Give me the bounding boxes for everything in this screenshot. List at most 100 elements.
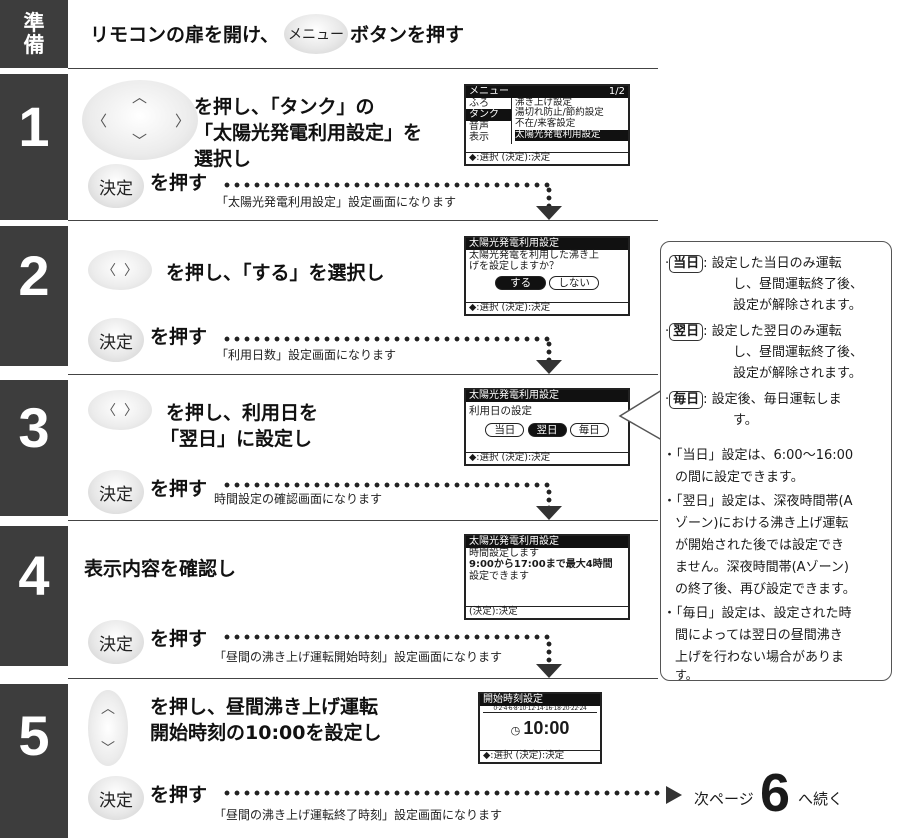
divider bbox=[68, 374, 658, 375]
note-item-3: ·毎日: 設定後、毎日運転しま bbox=[665, 390, 842, 411]
step-4-down-arrow-icon bbox=[536, 664, 562, 678]
lcd-footer: ◆:選択 (決定):決定 bbox=[466, 452, 628, 464]
step-3-result: 時間設定の確認画面になります bbox=[214, 492, 383, 506]
note-pointer bbox=[618, 389, 663, 441]
lcd-page: 1/2 bbox=[608, 86, 625, 97]
note-bullet: ません。深夜時間帯(Aゾーン) bbox=[675, 560, 849, 575]
step-2-result: 「利用日数」設定画面になります bbox=[216, 348, 397, 362]
step-5-number: 5 bbox=[18, 704, 50, 767]
note-text: し、昼間運転終了後、 bbox=[733, 277, 864, 292]
left-right-keys[interactable]: 〈 〉 bbox=[88, 250, 152, 290]
prep-tag: 準 備 bbox=[0, 0, 68, 68]
step-2-instr-line1: を押し、「する」を選択し bbox=[166, 262, 385, 284]
lcd-option-selected: する bbox=[495, 275, 547, 290]
step-2-tag: 2 bbox=[0, 226, 68, 366]
right-arrow-icon: 〉 bbox=[124, 263, 138, 279]
lcd-footer: (決定):決定 bbox=[466, 606, 628, 618]
lcd-option: 毎日 bbox=[569, 422, 609, 437]
step-3-dotted-line bbox=[222, 482, 552, 488]
lcd-title: 太陽光発電利用設定 bbox=[466, 536, 628, 548]
divider bbox=[68, 68, 658, 69]
note-bullet: 上げを行わない場合がありま bbox=[675, 650, 845, 665]
note-text: 設定が解除されます。 bbox=[733, 298, 862, 313]
note-text: 設定した当日のみ運転 bbox=[711, 256, 842, 271]
step-4-dotted-line bbox=[222, 634, 552, 640]
note-bullet: ・「毎日」設定は、設定された時 bbox=[663, 606, 852, 621]
step-1-dotted-line bbox=[222, 182, 552, 188]
step-3-press-text: を押す bbox=[150, 478, 208, 500]
step-3-number: 3 bbox=[18, 396, 50, 459]
step-5-lcd: 開始時刻設定 0·2·4·6·8·10·12·14·16·18·20·22·24… bbox=[478, 692, 602, 764]
note-box: ·当日: 設定した当日のみ運転 し、昼間運転終了後、 設定が解除されます。 ·翌… bbox=[660, 241, 892, 682]
up-arrow-icon: ︿ bbox=[101, 701, 115, 717]
lcd-tab: ふろ bbox=[469, 97, 489, 109]
step-3-instr-line1: を押し、利用日を bbox=[166, 402, 319, 424]
prep-tag-line1: 準 bbox=[23, 10, 45, 35]
step-2-lcd: 太陽光発電利用設定 太陽光発電を利用した沸き上 げを設定しますか？ する しない… bbox=[464, 236, 630, 316]
step-5-dotted-line bbox=[222, 790, 662, 796]
step-2-dotted-line-v bbox=[546, 340, 552, 360]
prep-tag-line2: 備 bbox=[23, 33, 45, 57]
lcd-title: メニュー bbox=[469, 86, 509, 97]
note-text: 設定した翌日のみ運転 bbox=[711, 324, 842, 339]
lcd-item: 沸き上げ設定 bbox=[515, 96, 573, 108]
left-arrow-icon: 〈 bbox=[102, 263, 116, 279]
lcd-line: 9:00から17:00まで最大4時間 bbox=[469, 559, 613, 570]
prep-text-after: ボタンを押す bbox=[350, 24, 465, 46]
step-1-instr-line2: 「太陽光発電利用設定」を bbox=[194, 122, 423, 144]
down-arrow-icon: ﹀ bbox=[101, 741, 115, 757]
note-bullet: ・「当日」設定は、6:00〜16:00 bbox=[663, 448, 854, 463]
step-1-down-arrow-icon bbox=[536, 206, 562, 220]
step-4-confirm-button[interactable]: 決定 bbox=[88, 620, 144, 664]
note-text: 設定後、毎日運転しま bbox=[711, 392, 842, 407]
step-2-down-arrow-icon bbox=[536, 360, 562, 374]
step-1-instr-line1: を押し、「タンク」の bbox=[194, 96, 375, 118]
left-arrow-icon: 〈 bbox=[92, 112, 108, 130]
step-2-confirm-button[interactable]: 決定 bbox=[88, 318, 144, 362]
step-5-instr-line1: を押し、昼間沸き上げ運転 bbox=[150, 696, 379, 718]
prep-text-before: リモコンの扉を開け、 bbox=[90, 24, 280, 46]
lcd-line: 太陽光発電を利用した沸き上 bbox=[469, 249, 599, 261]
step-3-tag: 3 bbox=[0, 380, 68, 516]
next-page-number: 6 bbox=[760, 763, 791, 823]
note-key: 当日 bbox=[669, 255, 704, 274]
step-5-confirm-button[interactable]: 決定 bbox=[88, 776, 144, 820]
lcd-title: 太陽光発電利用設定 bbox=[466, 390, 628, 402]
note-bullet: 間によっては翌日の昼間沸き bbox=[675, 628, 843, 643]
lcd-tab: 表示 bbox=[469, 132, 489, 143]
lcd-footer: ◆:選択 (決定):決定 bbox=[466, 152, 628, 164]
lcd-item-selected: 太陽光発電利用設定 bbox=[515, 129, 628, 142]
step-4-press-text: を押す bbox=[150, 628, 208, 650]
note-text: す。 bbox=[733, 413, 758, 428]
step-1-tag: 1 bbox=[0, 74, 68, 220]
divider bbox=[68, 678, 658, 679]
note-bullet: ・「翌日」設定は、深夜時間帯(A bbox=[663, 494, 853, 509]
note-key: 毎日 bbox=[669, 391, 704, 410]
lcd-item: 不在/来客設定 bbox=[515, 118, 576, 130]
note-bullet: の終了後、再び設定できます。 bbox=[675, 582, 856, 597]
step-3-dotted-line-v bbox=[546, 488, 552, 508]
step-1-confirm-button[interactable]: 決定 bbox=[88, 164, 144, 208]
menu-button[interactable]: メニュー bbox=[284, 14, 348, 54]
step-1-result: 「太陽光発電利用設定」設定画面になります bbox=[216, 195, 457, 209]
clock-icon: ◷ bbox=[510, 724, 521, 738]
left-right-keys[interactable]: 〈 〉 bbox=[88, 390, 152, 430]
lcd-footer: ◆:選択 (決定):決定 bbox=[466, 302, 628, 314]
step-1-number: 1 bbox=[18, 95, 50, 158]
step-4-result: 「昼間の沸き上げ運転開始時刻」設定画面になります bbox=[214, 650, 503, 664]
next-page-suffix: へ続く bbox=[798, 790, 844, 808]
lcd-line: げを設定しますか？ bbox=[469, 261, 559, 272]
note-item-2: ·翌日: 設定した翌日のみ運転 bbox=[665, 322, 842, 343]
cross-pad[interactable]: ︿ 〈 〉 ﹀ bbox=[82, 80, 198, 160]
right-arrow-icon: 〉 bbox=[174, 112, 190, 130]
lcd-option: しない bbox=[549, 275, 599, 290]
lcd-footer: ◆:選択 (決定):決定 bbox=[480, 750, 600, 762]
step-4-number: 4 bbox=[18, 544, 50, 607]
up-down-keys[interactable]: ︿ ﹀ bbox=[88, 690, 128, 766]
lcd-title: 開始時刻設定 bbox=[480, 694, 600, 706]
step-3-confirm-button[interactable]: 決定 bbox=[88, 470, 144, 514]
lcd-option: 当日 bbox=[485, 422, 525, 437]
right-arrow-icon bbox=[666, 786, 682, 804]
down-arrow-icon: ﹀ bbox=[132, 132, 148, 150]
lcd-line: 時間設定します bbox=[469, 547, 539, 559]
